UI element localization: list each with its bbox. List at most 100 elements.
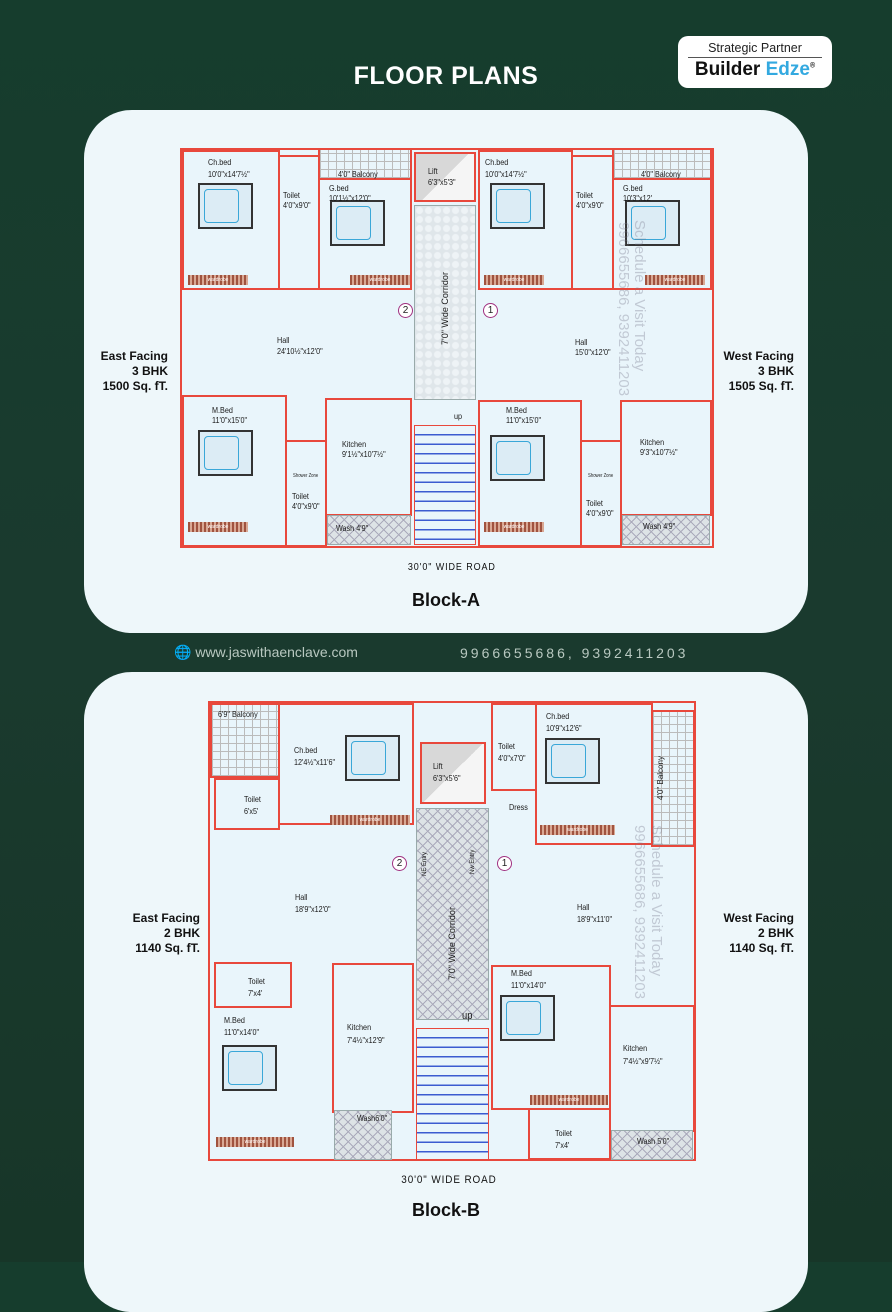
bed-icon — [198, 430, 253, 476]
lift-size: 6'3"x5'3" — [428, 177, 456, 187]
room-size: 4'0"x9'0" — [283, 200, 311, 210]
watermark: Schedule a Visit Today — [631, 220, 648, 372]
logo-text-2: Edze — [765, 59, 810, 80]
room-box — [609, 1005, 695, 1132]
area: 1500 Sq. fT. — [102, 379, 168, 393]
bed-icon — [222, 1045, 277, 1091]
room-size: 15'0"x12'0" — [575, 347, 611, 357]
room-size: 10'0"x14'7½" — [208, 169, 250, 179]
room-name: M.Bed — [506, 405, 527, 415]
room-name: Hall — [277, 335, 290, 345]
bed-icon — [198, 183, 253, 229]
door-number: 1 — [483, 303, 498, 318]
wash-area — [327, 515, 411, 545]
room-size: 4'0"x9'0" — [292, 501, 320, 511]
room-name: Shower Zone — [293, 473, 319, 479]
bhk: 2 BHK — [757, 926, 794, 940]
bed-icon — [490, 183, 545, 229]
room-name: Wash 4'9" — [336, 523, 369, 533]
room-name: Toilet — [283, 190, 300, 200]
room-box — [528, 1108, 611, 1160]
room-size: 7'x4' — [555, 1140, 570, 1150]
room-box — [318, 178, 412, 290]
stairs-up-label: up — [462, 1010, 473, 1022]
block-a-east-info: East Facing 3 BHK 1500 Sq. fT. — [101, 349, 168, 394]
room-name: Hall — [575, 337, 588, 347]
corridor-label: 7'0" Wide Corridor — [440, 272, 450, 345]
room-name: Toilet — [576, 190, 593, 200]
block-a-title: Block-A — [411, 590, 480, 610]
wardrobe: wardrobe — [484, 275, 544, 285]
partner-logo: Builder Edze® — [678, 59, 832, 81]
room-size: 12'4½"x11'6" — [294, 757, 336, 767]
area: 1140 Sq. fT. — [729, 941, 794, 955]
room-name: Hall — [577, 902, 590, 912]
entry-label: NE Entry — [422, 851, 428, 876]
room-box — [214, 778, 280, 830]
page-title: FLOOR PLANS — [353, 62, 539, 90]
room-size: 4'0"x9'0" — [576, 200, 604, 210]
room-box — [612, 178, 712, 290]
door-number: 2 — [398, 303, 413, 318]
wardrobe: wardrobe — [645, 275, 705, 285]
facing: East Facing — [100, 349, 168, 363]
website[interactable]: 🌐 www.jaswithaenclave.com — [174, 644, 358, 661]
room-name: Kitchen — [347, 1022, 372, 1032]
room-box — [580, 440, 622, 547]
lift-name: Lift — [433, 761, 443, 771]
corridor-label: 7'0" Wide Corridor — [447, 907, 457, 980]
room-size: 7'4½"x9'7½" — [623, 1056, 663, 1066]
room-name: M.Bed — [511, 968, 532, 978]
corridor — [414, 205, 476, 400]
facing: West Facing — [723, 349, 794, 363]
facing: West Facing — [723, 911, 794, 925]
corridor — [416, 808, 489, 1020]
room-size: 18'9"x11'0" — [577, 914, 613, 924]
room-size: 11'0"x15'0" — [212, 415, 248, 425]
wardrobe: wardrobe — [188, 522, 248, 532]
partner-badge: Strategic Partner Builder Edze® — [678, 36, 832, 88]
room-size: 11'0"x15'0" — [506, 415, 542, 425]
room-size: 10'0"x14'7½" — [485, 169, 527, 179]
room-name: Dress — [509, 802, 528, 812]
lift — [414, 152, 476, 202]
room-name: Toilet — [248, 976, 265, 986]
door-number: 1 — [497, 856, 512, 871]
bed-icon — [330, 200, 385, 246]
room-size: 11'0"x14'0" — [511, 980, 547, 990]
room-name: Kitchen — [640, 437, 665, 447]
room-box — [214, 962, 292, 1008]
room-size: 10'3"x12' — [623, 193, 653, 203]
watermark: 9966655686, 9392411203 — [615, 222, 632, 397]
lift-size: 6'3"x5'6" — [433, 773, 461, 783]
room-name: Wash 4'9" — [643, 521, 676, 531]
block-b-title: Block-B — [411, 1200, 480, 1220]
room-size: 9'1½"x10'7½" — [342, 449, 386, 459]
room-name: M.Bed — [224, 1015, 245, 1025]
room-size: 9'3"x10'7½" — [640, 447, 678, 457]
road-label: 30'0" WIDE ROAD — [401, 1174, 497, 1186]
wardrobe: wardrobe — [330, 815, 410, 825]
room-size: 6'x5' — [244, 806, 259, 816]
door-number: 2 — [392, 856, 407, 871]
room-box — [318, 148, 412, 180]
entry-label: Nw Entry — [470, 849, 476, 874]
block-b-west-info: West Facing 2 BHK 1140 Sq. fT. — [724, 911, 794, 956]
road-label: 30'0" WIDE ROAD — [407, 562, 496, 573]
room-name: 4'0" Balcony — [641, 169, 681, 179]
facing: East Facing — [132, 911, 200, 925]
logo-text-1: Builder — [694, 59, 761, 80]
bed-icon — [500, 995, 555, 1041]
area: 1505 Sq. fT. — [728, 379, 794, 393]
website-link[interactable]: www.jaswithaenclave.com — [195, 644, 358, 660]
wash-area — [622, 515, 710, 545]
globe-icon: 🌐 — [174, 644, 192, 660]
room-name: Toilet — [586, 498, 603, 508]
room-name: Shower Zone — [588, 473, 614, 479]
room-size: 7'x4' — [248, 988, 263, 998]
room-name: Kitchen — [623, 1043, 648, 1053]
bed-icon — [345, 735, 400, 781]
wardrobe: wardrobe — [540, 825, 615, 835]
lift — [420, 742, 486, 804]
room-size: 7'4½"x12'9" — [347, 1035, 385, 1045]
